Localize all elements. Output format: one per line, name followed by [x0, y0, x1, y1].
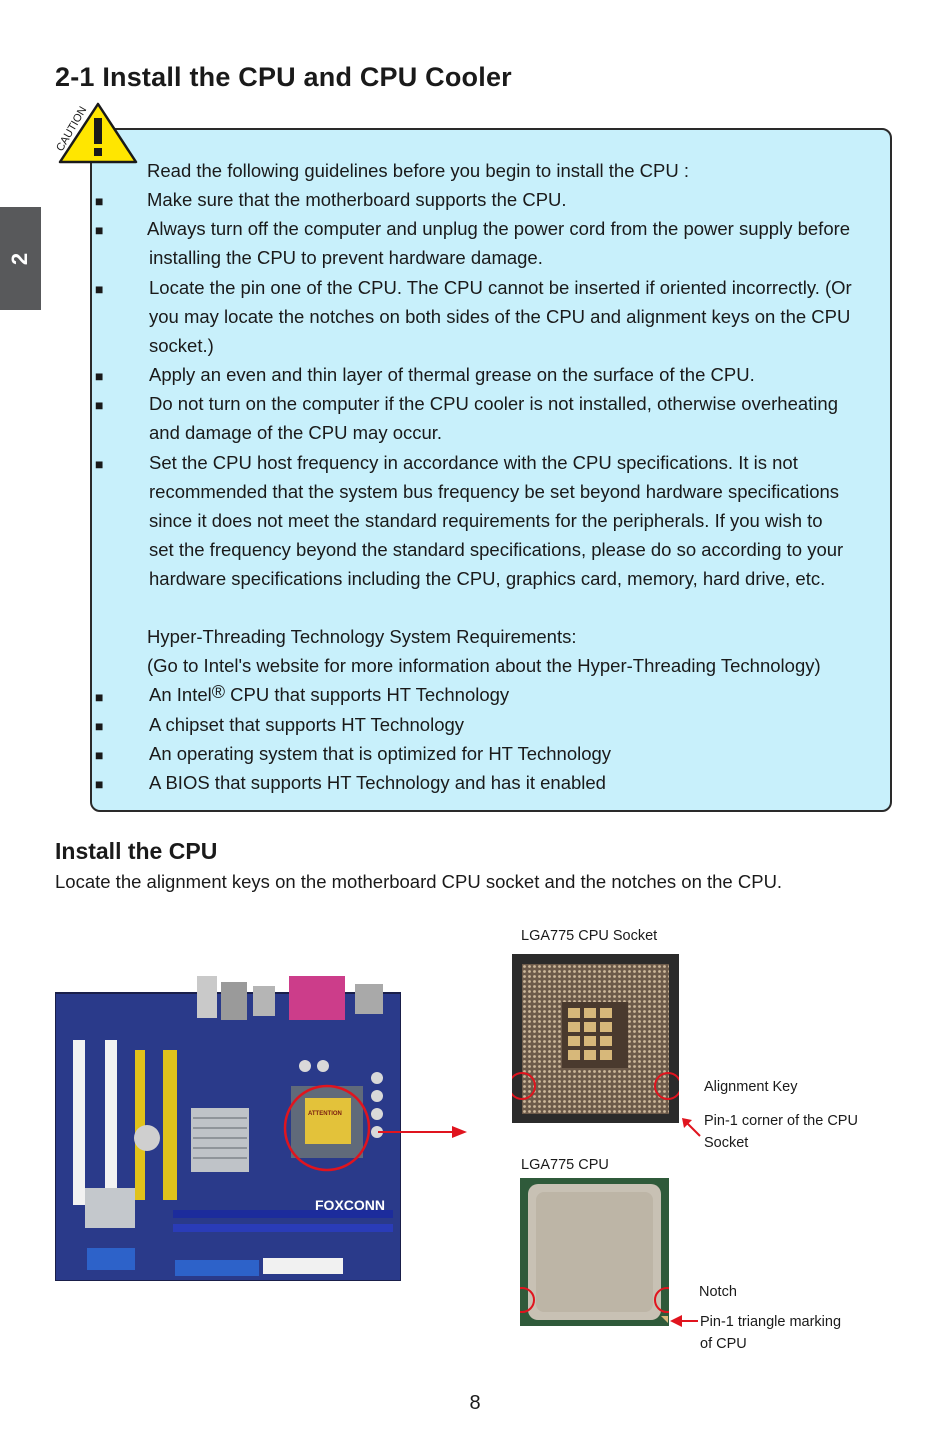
bullet-glyph: ■: [95, 689, 104, 705]
caution-item-6-cont: since it does not meet the standard requ…: [149, 510, 823, 531]
notch-label: Notch: [699, 1284, 737, 1300]
section-heading: Install the CPU: [55, 838, 218, 864]
pin1-socket-label-cont: Socket: [704, 1135, 749, 1151]
pin1-cpu-label: Pin-1 triangle marking: [700, 1314, 842, 1330]
socket-caption: LGA775 CPU Socket: [521, 928, 658, 944]
motherboard-image: FOXCONN ATTENTION: [55, 968, 401, 1281]
bullet-glyph: ■: [95, 456, 104, 472]
bullet-glyph: ■: [95, 747, 104, 763]
chapter-tab-label: 2: [7, 252, 33, 265]
bullet-glyph: ■: [95, 368, 104, 384]
svg-text:FOXCONN: FOXCONN: [315, 1197, 385, 1213]
caution-item-6-cont: recommended that the system bus frequenc…: [149, 481, 840, 502]
pin1-socket-label: Pin-1 corner of the CPU: [704, 1113, 858, 1129]
caution-item-3: Locate the pin one of the CPU. The CPU c…: [149, 277, 852, 298]
ht-requirements-title: Hyper-Threading Technology System Requir…: [147, 626, 577, 647]
arrow-right-icon: [378, 1124, 468, 1142]
arrow-upleft-icon: [680, 1116, 704, 1140]
caution-item-2-cont: installing the CPU to prevent hardware d…: [149, 247, 543, 268]
caution-item-6-cont: hardware specifications including the CP…: [149, 568, 826, 589]
caution-item-3-cont: socket.): [149, 335, 214, 356]
ht-requirements-note: (Go to Intel's website for more informat…: [147, 655, 821, 676]
ht-item-3: An operating system that is optimized fo…: [149, 743, 612, 764]
caution-item-5-cont: and damage of the CPU may occur.: [149, 422, 443, 443]
svg-text:CAUTION: CAUTION: [54, 106, 87, 154]
ht-item-4: A BIOS that supports HT Technology and h…: [149, 772, 606, 793]
svg-text:ATTENTION: ATTENTION: [308, 1111, 342, 1117]
caution-item-2: Always turn off the computer and unplug …: [147, 218, 851, 239]
page-title: 2-1 Install the CPU and CPU Cooler: [55, 62, 512, 92]
caution-item-6-cont: set the frequency beyond the standard sp…: [149, 539, 844, 560]
bullet-glyph: ■: [95, 776, 104, 792]
cpu-caption: LGA775 CPU: [521, 1157, 609, 1173]
bullet-glyph: ■: [95, 718, 104, 734]
pin1-cpu-label-cont: of CPU: [700, 1336, 747, 1352]
caution-intro: Read the following guidelines before you…: [147, 160, 689, 181]
caution-item-4: Apply an even and thin layer of thermal …: [149, 364, 755, 385]
chapter-tab: [0, 207, 41, 310]
bullet-glyph: ■: [95, 397, 104, 413]
caution-item-5: Do not turn on the computer if the CPU c…: [149, 393, 838, 414]
alignment-key-label: Alignment Key: [704, 1079, 798, 1095]
page-number: 8: [469, 1392, 481, 1414]
bullet-glyph: ■: [95, 222, 104, 238]
caution-item-1: Make sure that the motherboard supports …: [147, 189, 567, 210]
bullet-glyph: ■: [95, 193, 104, 209]
ht-item-1: An Intel® CPU that supports HT Technolog…: [149, 682, 510, 705]
caution-item-6: Set the CPU host frequency in accordance…: [149, 452, 798, 473]
caution-label: CAUTION: [53, 106, 87, 154]
caution-warning-icon: [52, 94, 144, 174]
bullet-glyph: ■: [95, 281, 104, 297]
caution-item-3-cont: you may locate the notches on both sides…: [149, 306, 851, 327]
caution-box: [90, 128, 892, 812]
cpu-image: [520, 1178, 669, 1326]
section-description: Locate the alignment keys on the motherb…: [55, 871, 783, 892]
ht-item-2: A chipset that supports HT Technology: [149, 714, 465, 735]
arrow-left-icon: [670, 1314, 700, 1328]
cpu-socket-image: [512, 954, 679, 1123]
